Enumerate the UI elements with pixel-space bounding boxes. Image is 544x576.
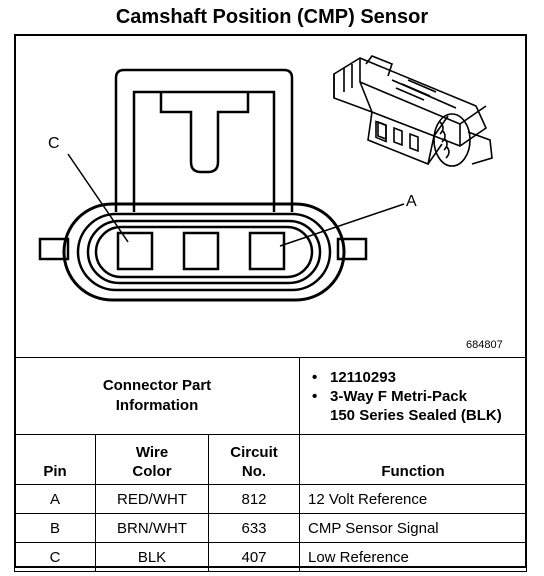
wire-color-cell: BRN/WHT: [95, 513, 209, 543]
header-circuit-line1: Circuit: [230, 444, 278, 461]
connector-outer-shell: [62, 202, 346, 302]
pin-cell: C: [14, 542, 96, 572]
locking-tab: [114, 68, 294, 212]
table-header-row: Pin Wire Color Circuit No. Function: [14, 434, 527, 485]
label-pin-c: C: [48, 135, 60, 152]
connector-part-description-line1: 3-Way F Metri-Pack: [330, 387, 467, 405]
table-row: C BLK 407 Low Reference: [14, 542, 527, 572]
function-cell: CMP Sensor Signal: [299, 513, 527, 543]
header-function: Function: [299, 434, 527, 485]
circuit-cell: 633: [208, 513, 300, 543]
table-row: B BRN/WHT 633 CMP Sensor Signal: [14, 513, 527, 543]
connector-info-table: Connector Part Information 12110293 3-Wa…: [14, 357, 527, 572]
figure-id: 684807: [466, 339, 503, 351]
locking-tab-inner: [132, 90, 276, 212]
circuit-cell: 812: [208, 484, 300, 514]
connector-part-description: 3-Way F Metri-Pack 150 Series Sealed (BL…: [312, 387, 526, 425]
header-pin: Pin: [14, 434, 96, 485]
connector-part-info-label-line2: Information: [115, 397, 199, 414]
connector-part-info-values: 12110293 3-Way F Metri-Pack 150 Series S…: [299, 357, 527, 435]
leader-line-a: [279, 203, 405, 247]
connector-part-number-text: 12110293: [330, 368, 396, 386]
function-cell: 12 Volt Reference: [299, 484, 527, 514]
connector-part-number: 12110293: [312, 368, 526, 387]
connector-part-info-label: Connector Part Information: [14, 357, 300, 435]
connector-diagram: C A 684807: [38, 55, 503, 351]
circuit-cell: 407: [208, 542, 300, 572]
connector-isometric-icon: [333, 55, 493, 167]
header-wire-color: Wire Color: [95, 434, 209, 485]
wire-color-cell: RED/WHT: [95, 484, 209, 514]
terminal-cavity-c: [116, 231, 154, 271]
header-wire-color-line1: Wire: [135, 444, 169, 461]
left-peg: [38, 237, 70, 261]
label-pin-a: A: [406, 193, 417, 210]
wire-color-cell: BLK: [95, 542, 209, 572]
header-circuit-line2: No.: [241, 463, 267, 480]
function-cell: Low Reference: [299, 542, 527, 572]
locking-tab-slot: [159, 92, 250, 174]
right-peg: [336, 237, 368, 261]
connector-seal-ring-2: [86, 219, 322, 285]
header-wire-color-line2: Color: [132, 463, 172, 480]
page-title: Camshaft Position (CMP) Sensor: [115, 6, 429, 28]
connector-part-info-label-line1: Connector Part: [102, 377, 212, 394]
terminal-cavity-a: [248, 231, 286, 271]
header-circuit-no: Circuit No.: [208, 434, 300, 485]
connector-seal-ring-3: [94, 225, 314, 279]
terminal-cavity-b: [182, 231, 220, 271]
leader-line-c: [67, 153, 129, 243]
pin-cell: A: [14, 484, 96, 514]
connector-part-description-line2: 150 Series Sealed (BLK): [330, 406, 502, 424]
connector-seal-ring-1: [76, 212, 332, 292]
table-row: A RED/WHT 812 12 Volt Reference: [14, 484, 527, 514]
pin-cell: B: [14, 513, 96, 543]
